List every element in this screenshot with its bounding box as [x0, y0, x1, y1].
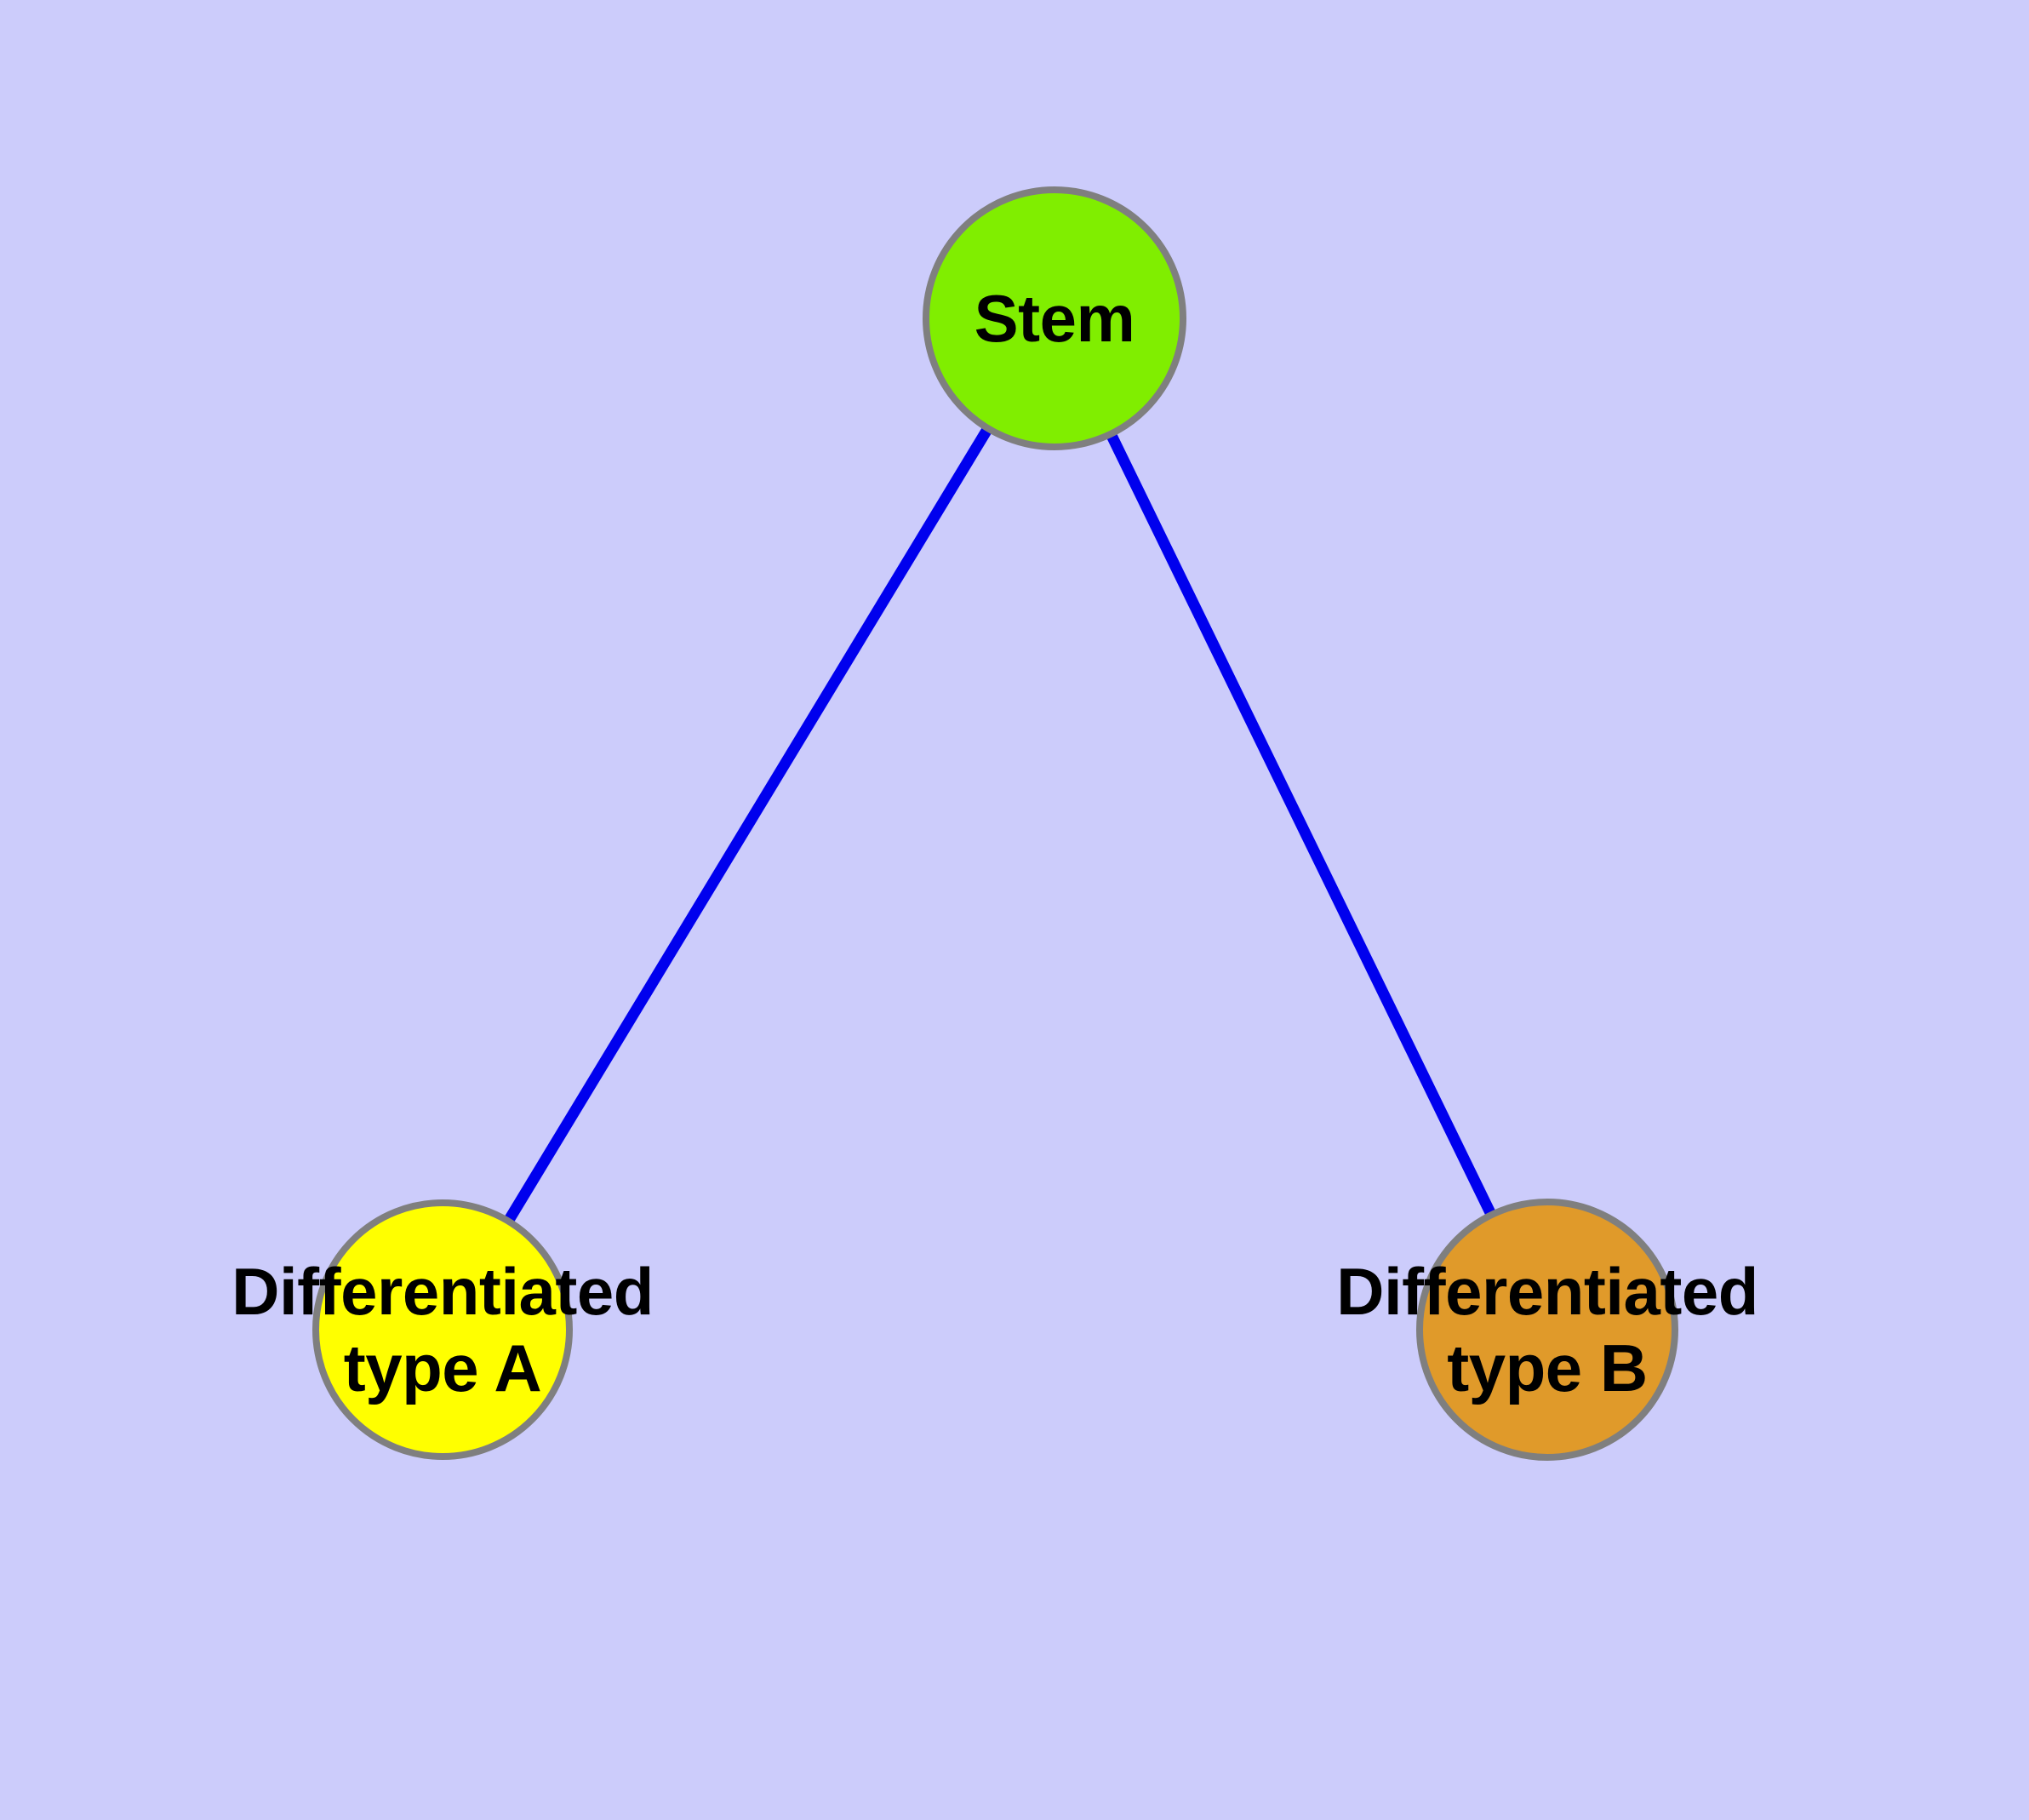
node-circle-diff-b[interactable] — [1416, 1199, 1678, 1461]
node-layer — [312, 186, 1678, 1461]
node-circle-stem[interactable] — [923, 186, 1186, 450]
edge-layer — [503, 425, 1497, 1224]
edge-stem-to-diff-b[interactable] — [1106, 431, 1497, 1218]
node-circle-diff-a[interactable] — [312, 1199, 573, 1460]
edge-stem-to-diff-a[interactable] — [503, 425, 993, 1224]
